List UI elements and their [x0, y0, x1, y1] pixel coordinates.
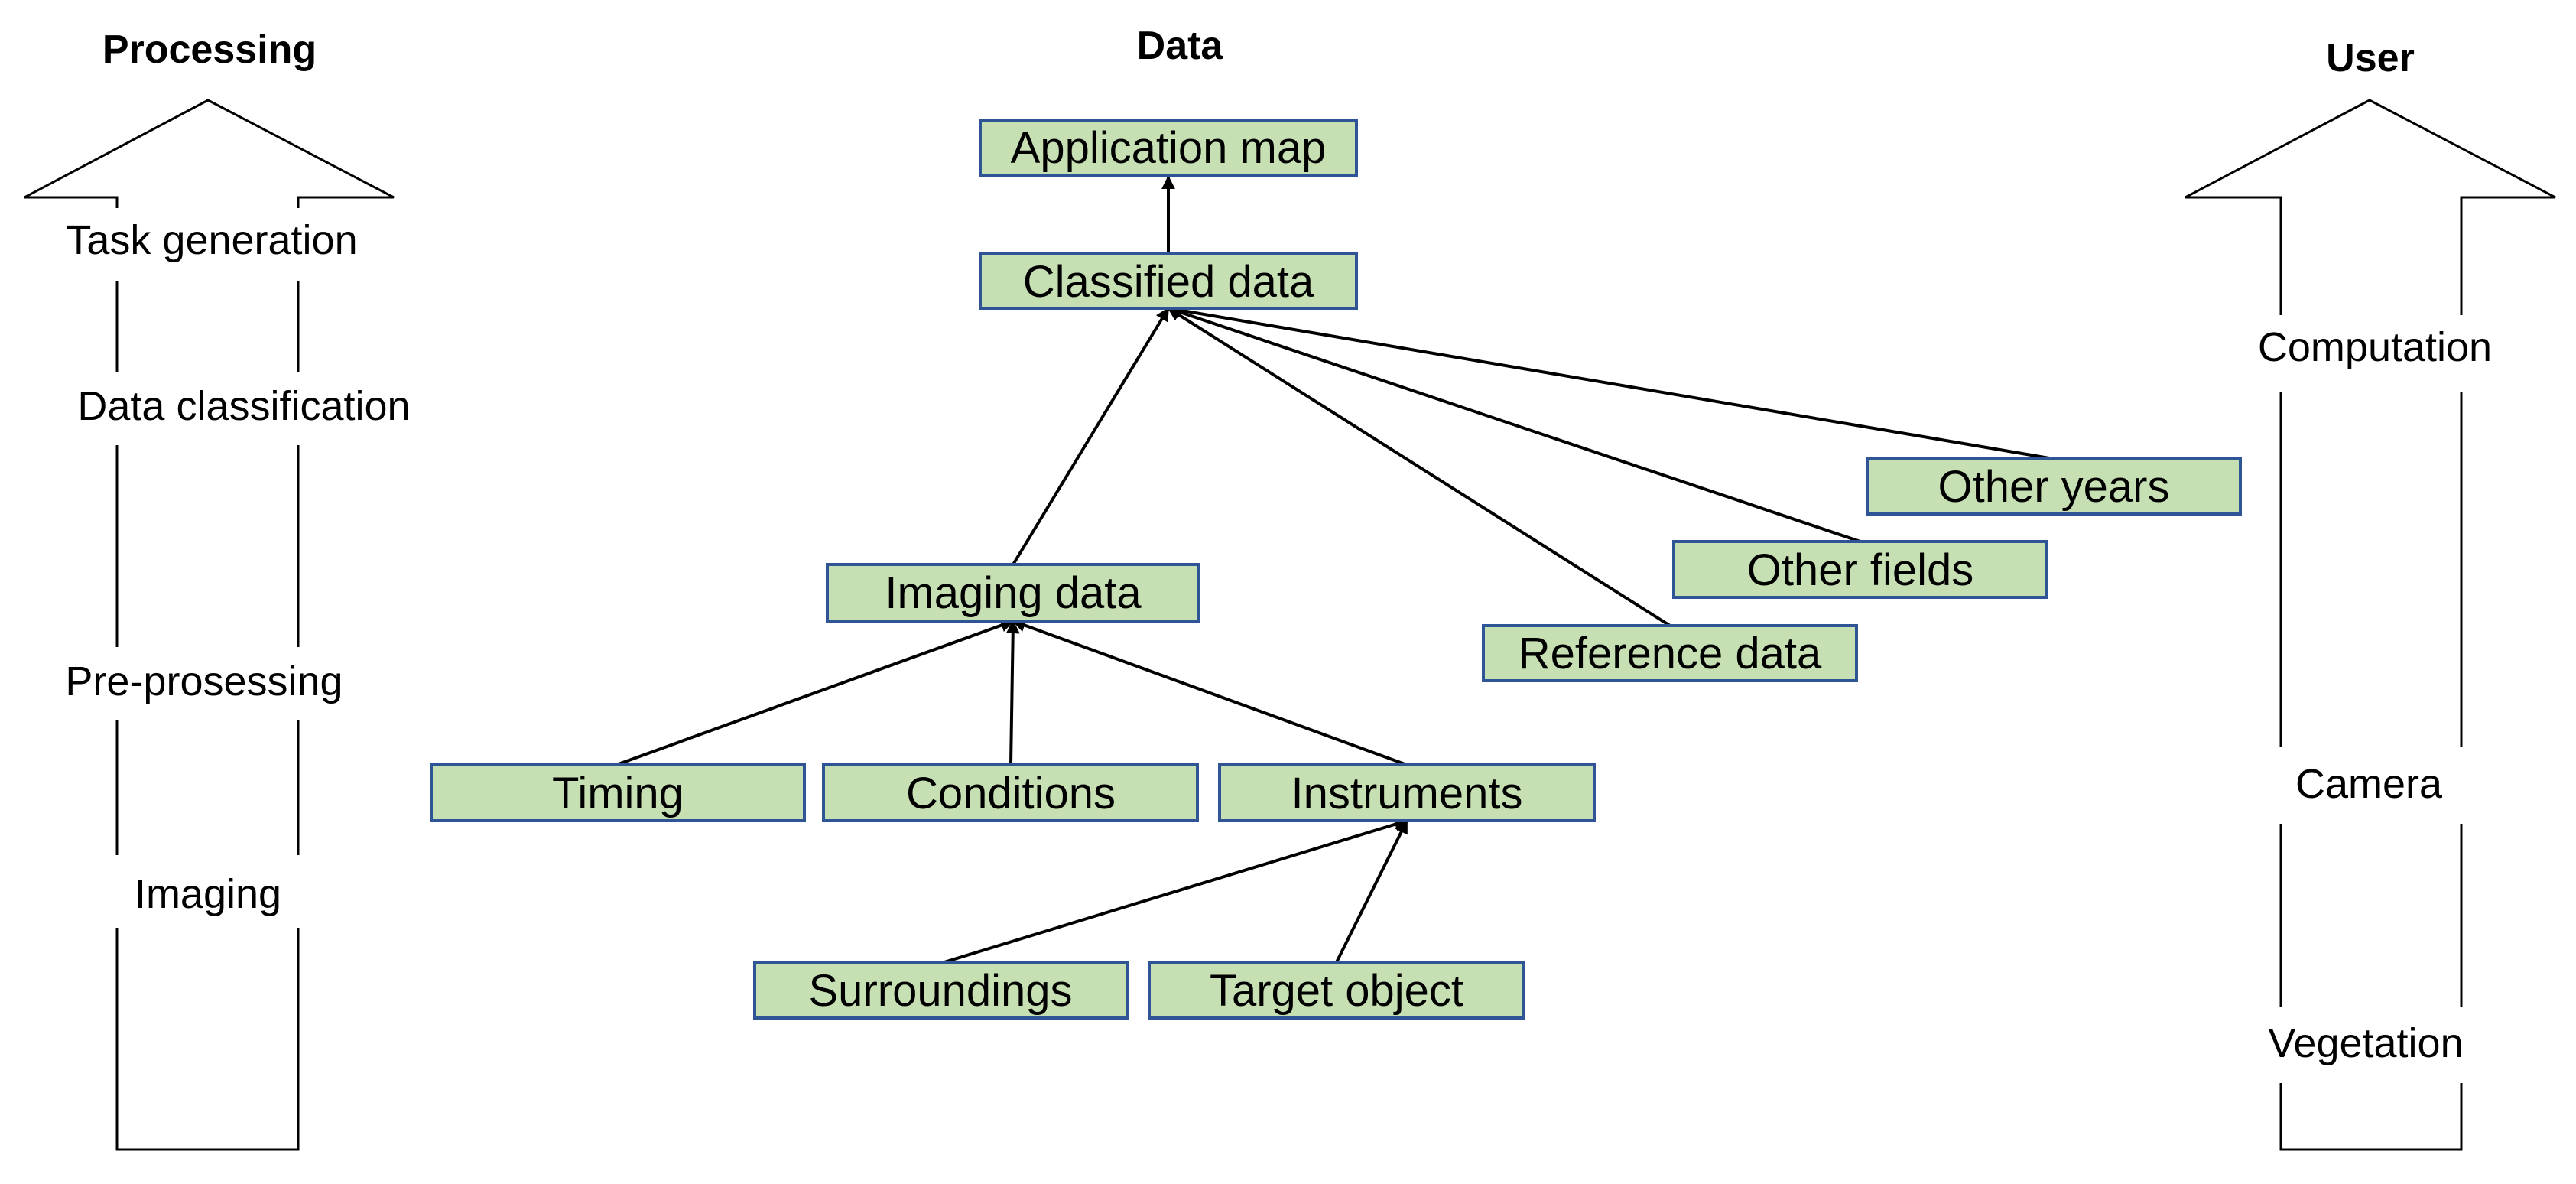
node-other-years-label: Other years [1938, 462, 2170, 512]
node-imaging-data-label: Imaging data [885, 568, 1142, 618]
processing-arrow [24, 99, 428, 1151]
data-classification-label: Data classification [77, 383, 410, 429]
node-surroundings: Surroundings [753, 961, 1129, 1020]
processing-heading: Processing [102, 28, 317, 72]
user-heading: User [2326, 36, 2415, 80]
node-other-fields: Other fields [1672, 540, 2048, 599]
edge-years-to-classified [1167, 303, 2055, 460]
node-reference-data-label: Reference data [1519, 629, 1822, 678]
node-imaging-data: Imaging data [826, 563, 1200, 623]
edge-instruments-to-imaging [1012, 619, 1408, 766]
node-conditions: Conditions [822, 763, 1199, 822]
node-surroundings-label: Surroundings [809, 966, 1073, 1016]
node-conditions-label: Conditions [906, 769, 1116, 818]
node-instruments-label: Instruments [1291, 769, 1523, 818]
node-other-years: Other years [1866, 457, 2242, 516]
node-reference-data: Reference data [1482, 624, 1858, 682]
node-timing-label: Timing [552, 769, 684, 818]
node-other-fields-label: Other fields [1747, 545, 1974, 595]
task-generation-label: Task generation [66, 217, 357, 263]
edge-reference-to-classified [1167, 307, 1671, 627]
computation-label: Computation [2258, 324, 2492, 370]
user-arrow [2185, 99, 2556, 1151]
camera-label: Camera [2295, 761, 2443, 807]
edge-conditions-to-imaging [1005, 620, 1020, 766]
node-target-object: Target object [1148, 961, 1525, 1020]
edge-imaging-to-classified [1012, 307, 1170, 566]
node-application-map: Application map [979, 119, 1358, 177]
edge-target-to-instruments [1335, 819, 1408, 963]
edge-timing-to-imaging [616, 619, 1015, 766]
imaging-label: Imaging [135, 871, 281, 917]
vegetation-label: Vegetation [2268, 1020, 2463, 1066]
edge-surroundings-to-instruments [944, 818, 1408, 964]
node-instruments: Instruments [1218, 763, 1596, 822]
node-classified-data: Classified data [979, 252, 1358, 310]
edge-fields-to-classified [1167, 305, 1861, 543]
node-classified-data-label: Classified data [1023, 257, 1314, 307]
node-application-map-label: Application map [1011, 123, 1327, 173]
edges [616, 175, 2055, 964]
node-target-object-label: Target object [1210, 966, 1463, 1016]
pre-processing-label: Pre-prosessing [65, 659, 343, 704]
node-timing: Timing [430, 763, 806, 822]
data-heading: Data [1137, 24, 1224, 68]
